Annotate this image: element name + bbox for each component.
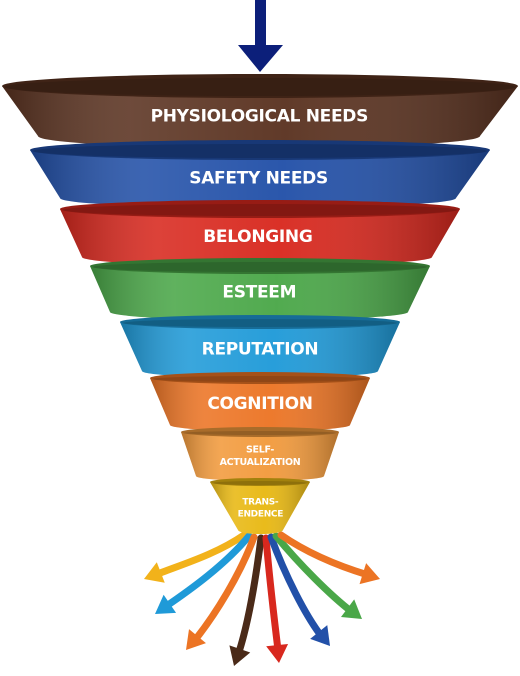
funnel-layer-label: COGNITION xyxy=(207,394,312,414)
input-arrow-shaft xyxy=(255,0,266,50)
funnel-layer-label: PHYSIOLOGICAL NEEDS xyxy=(151,106,368,126)
funnel-layer-label: REPUTATION xyxy=(202,340,319,360)
funnel-layer: BELONGING xyxy=(60,200,460,266)
output-arrow-icon xyxy=(262,534,289,663)
output-arrow-icon xyxy=(155,532,253,614)
output-arrow-icon xyxy=(186,533,258,650)
funnel-layers: PHYSIOLOGICAL NEEDS SAFETY NEEDS BELONGING… xyxy=(2,74,518,534)
funnel-layer-label: TRANS- xyxy=(242,497,279,507)
output-arrows xyxy=(144,531,380,666)
funnel-layer-label: ACTUALIZATION xyxy=(220,457,301,468)
funnel-layer-label: SELF- xyxy=(246,445,274,456)
input-arrow-head xyxy=(238,45,283,72)
output-arrow-icon xyxy=(277,531,380,585)
input-arrow-icon xyxy=(238,0,283,72)
funnel-layer: TRANS- ENDENCE xyxy=(210,478,310,534)
funnel-layer: ESTEEM xyxy=(90,258,430,320)
funnel-layer-label: SAFETY NEEDS xyxy=(189,169,328,189)
funnel-layer: SELF-ACTUALIZATION xyxy=(181,427,339,481)
output-arrow-icon xyxy=(267,533,330,646)
output-arrow-icon xyxy=(229,534,265,666)
output-arrow-icon xyxy=(272,532,362,619)
output-arrow-icon xyxy=(144,531,248,583)
funnel-layer: REPUTATION xyxy=(120,315,400,378)
funnel-layer: COGNITION xyxy=(150,372,370,431)
funnel-layer-label: ENDENCE xyxy=(238,509,284,519)
funnel-layer: SAFETY NEEDS xyxy=(30,140,490,208)
funnel-layer: PHYSIOLOGICAL NEEDS xyxy=(2,74,518,148)
funnel-layer-label: BELONGING xyxy=(203,227,312,247)
funnel-layer-label: ESTEEM xyxy=(222,283,296,303)
